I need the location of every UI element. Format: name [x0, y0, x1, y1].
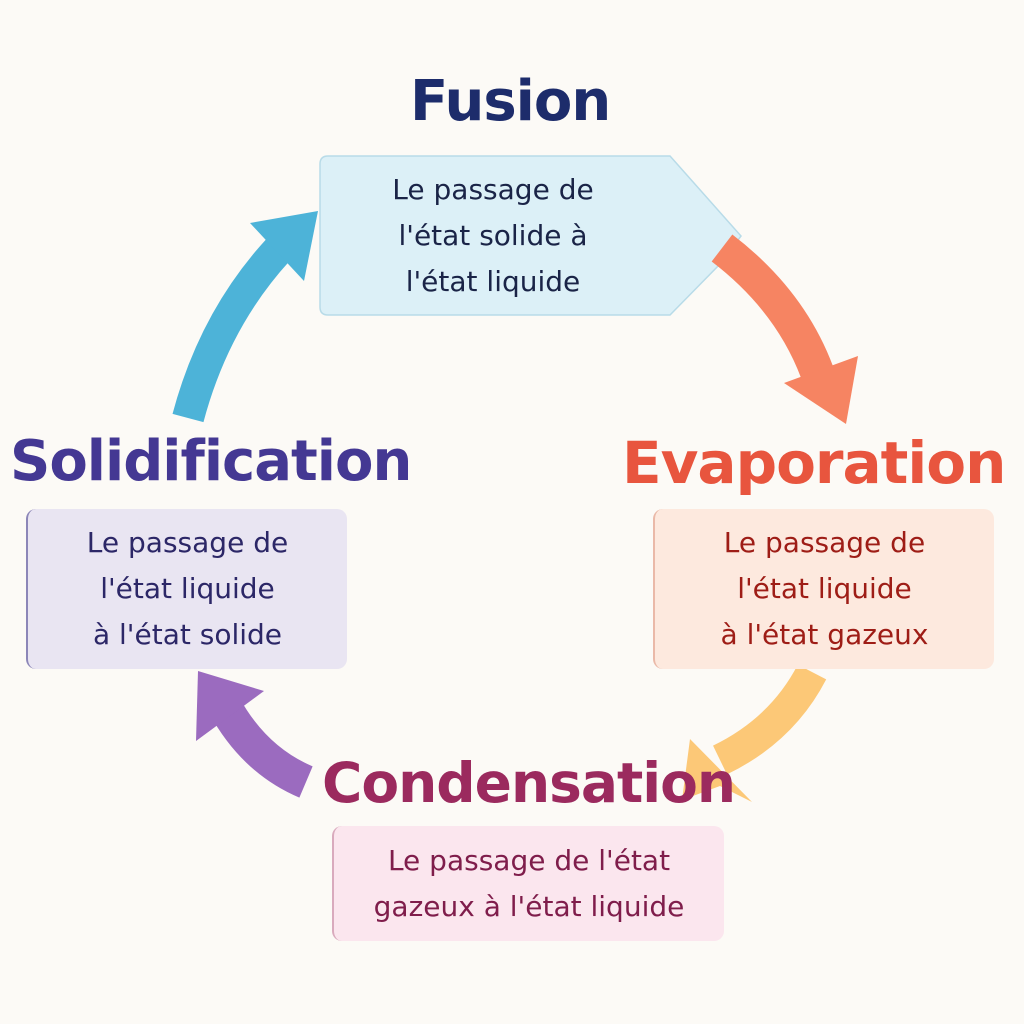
stage-title-fusion: Fusion: [410, 69, 611, 134]
arrow-evaporation-to-condensation: [712, 664, 827, 775]
stage-box-fusion: Le passage de l'état solide à l'état liq…: [320, 156, 700, 315]
arrow-head-condensation-to-solidification: [196, 671, 264, 741]
stage-description-evaporation: Le passage de l'état liquide à l'état ga…: [720, 526, 929, 651]
arrow-head-fusion-to-evaporation: [784, 356, 858, 424]
stage-description-solidification: Le passage de l'état liquide à l'état so…: [86, 526, 289, 651]
arrow-head-evaporation-to-condensation: [682, 739, 752, 802]
stage-title-solidification: Solidification: [10, 429, 412, 494]
arrow-head-solidification-to-fusion: [250, 211, 318, 281]
stage-title-condensation: Condensation: [322, 751, 736, 815]
arrow-condensation-to-solidification: [209, 696, 314, 798]
stage-box-solidification: Le passage de l'état liquide à l'état so…: [26, 509, 347, 669]
fusion-box-shape: [319, 155, 742, 316]
stage-box-condensation: Le passage de l'état gazeux à l'état liq…: [332, 826, 724, 941]
stage-title-evaporation: Evaporation: [622, 429, 1006, 497]
arrow-fusion-to-evaporation: [711, 234, 833, 379]
arrow-solidification-to-fusion: [172, 239, 290, 423]
stage-box-evaporation: Le passage de l'état liquide à l'état ga…: [653, 509, 994, 669]
stage-description-fusion: Le passage de l'état solide à l'état liq…: [392, 172, 594, 298]
stage-description-condensation: Le passage de l'état gazeux à l'état liq…: [373, 843, 685, 923]
